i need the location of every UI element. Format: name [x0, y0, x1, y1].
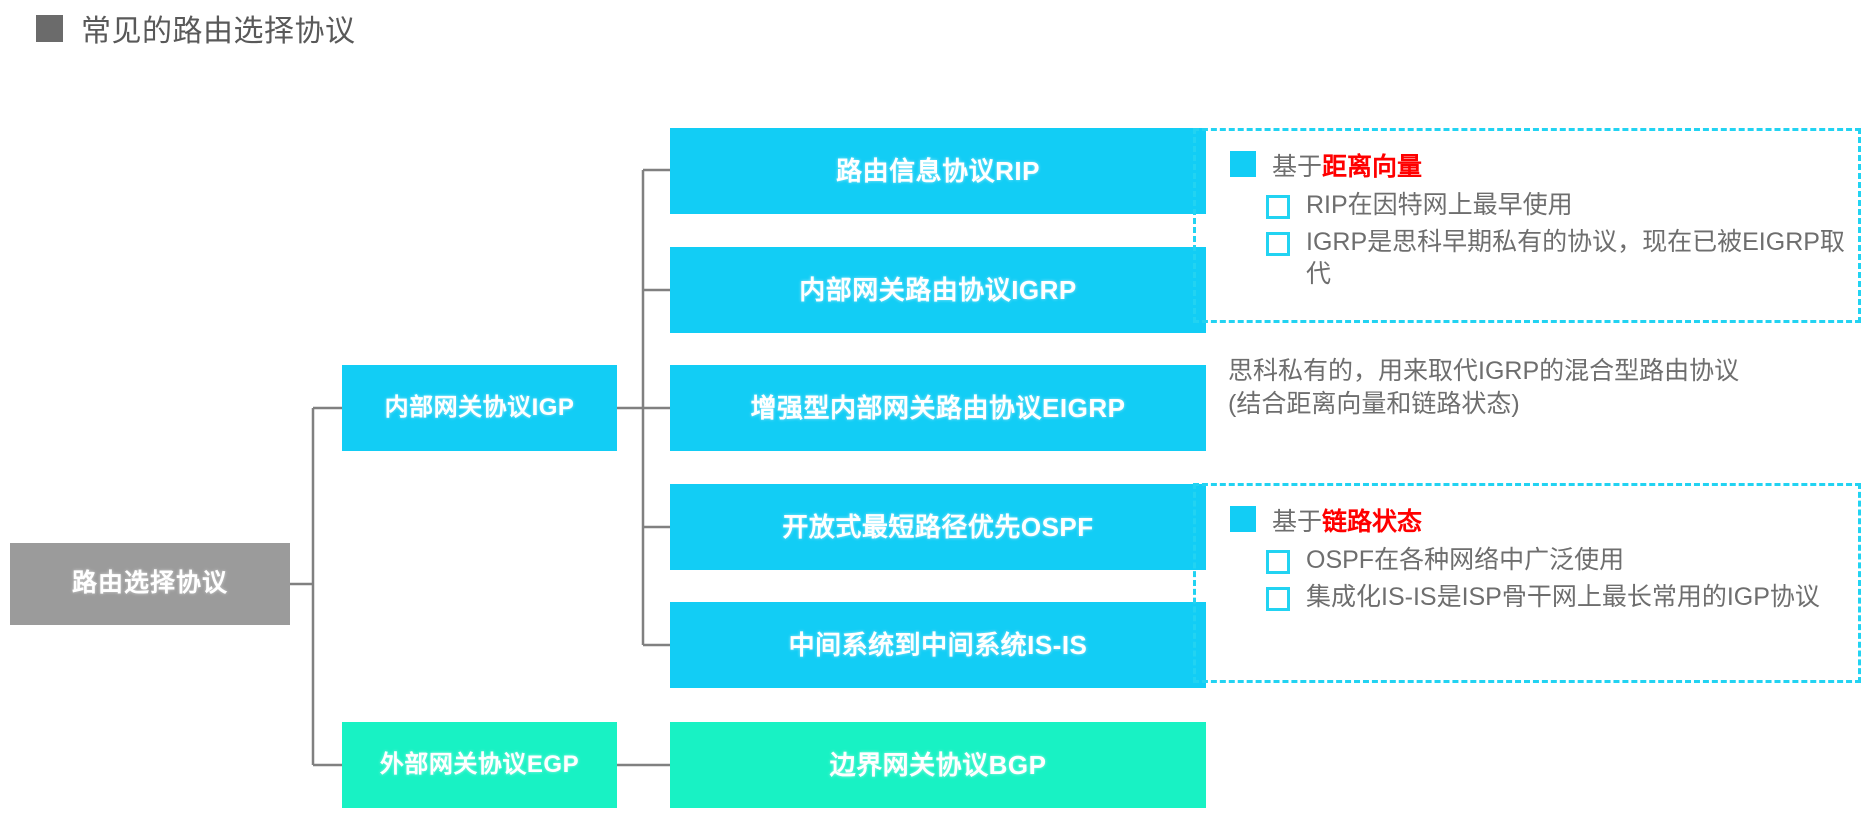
panel-heading-text: 基于链路状态	[1272, 502, 1422, 538]
list-item-label: RIP在因特网上最早使用	[1306, 191, 1573, 219]
list-item-label: IGRP是思科早期私有的协议，现在已被EIGRP取代	[1306, 228, 1845, 288]
checkbox-icon[interactable]	[1266, 195, 1290, 219]
node-ospf[interactable]: 开放式最短路径优先OSPF	[670, 484, 1206, 570]
checkbox-icon[interactable]	[1266, 232, 1290, 256]
list-item[interactable]: OSPF在各种网络中广泛使用	[1266, 544, 1846, 576]
node-root[interactable]: 路由选择协议	[10, 543, 290, 625]
square-bullet-icon	[1230, 151, 1256, 177]
node-rip[interactable]: 路由信息协议RIP	[670, 128, 1206, 214]
annotation-panel-distance-vector: 基于距离向量 RIP在因特网上最早使用 IGRP是思科早期私有的协议，现在已被E…	[1193, 128, 1861, 323]
node-egp[interactable]: 外部网关协议EGP	[342, 722, 617, 808]
node-eigrp[interactable]: 增强型内部网关路由协议EIGRP	[670, 365, 1206, 451]
list-item[interactable]: IGRP是思科早期私有的协议，现在已被EIGRP取代	[1266, 226, 1846, 290]
list-item-label: OSPF在各种网络中广泛使用	[1306, 546, 1625, 574]
panel-heading-highlight: 距离向量	[1322, 153, 1423, 181]
panel-checklist: OSPF在各种网络中广泛使用 集成化IS-IS是ISP骨干网上最长常用的IGP协…	[1266, 544, 1846, 618]
note-line-1: 思科私有的，用来取代IGRP的混合型路由协议	[1228, 357, 1740, 385]
list-item-label: 集成化IS-IS是ISP骨干网上最长常用的IGP协议	[1306, 583, 1820, 611]
page-title: 常见的路由选择协议	[36, 6, 356, 50]
panel-heading-prefix: 基于	[1272, 153, 1323, 181]
checkbox-icon[interactable]	[1266, 587, 1290, 611]
note-line-2: (结合距离向量和链路状态)	[1228, 389, 1520, 418]
list-item[interactable]: RIP在因特网上最早使用	[1266, 189, 1846, 221]
node-bgp[interactable]: 边界网关协议BGP	[670, 722, 1206, 808]
title-bullet-icon	[36, 14, 63, 42]
checkbox-icon[interactable]	[1266, 550, 1290, 574]
node-isis[interactable]: 中间系统到中间系统IS-IS	[670, 602, 1206, 688]
panel-checklist: RIP在因特网上最早使用 IGRP是思科早期私有的协议，现在已被EIGRP取代	[1266, 189, 1846, 295]
node-igrp[interactable]: 内部网关路由协议IGRP	[670, 247, 1206, 333]
node-igp[interactable]: 内部网关协议IGP	[342, 365, 617, 451]
panel-heading-prefix: 基于	[1272, 508, 1323, 536]
square-bullet-icon	[1230, 506, 1256, 532]
page-title-text: 常见的路由选择协议	[81, 15, 356, 48]
panel-heading: 基于链路状态	[1230, 502, 1422, 538]
panel-heading: 基于距离向量	[1230, 147, 1422, 183]
panel-heading-text: 基于距离向量	[1272, 147, 1422, 183]
list-item[interactable]: 集成化IS-IS是ISP骨干网上最长常用的IGP协议	[1266, 581, 1846, 613]
panel-heading-highlight: 链路状态	[1322, 508, 1423, 536]
note-eigrp: 思科私有的，用来取代IGRP的混合型路由协议 (结合距离向量和链路状态)	[1228, 355, 1867, 420]
annotation-panel-link-state: 基于链路状态 OSPF在各种网络中广泛使用 集成化IS-IS是ISP骨干网上最长…	[1193, 483, 1861, 683]
